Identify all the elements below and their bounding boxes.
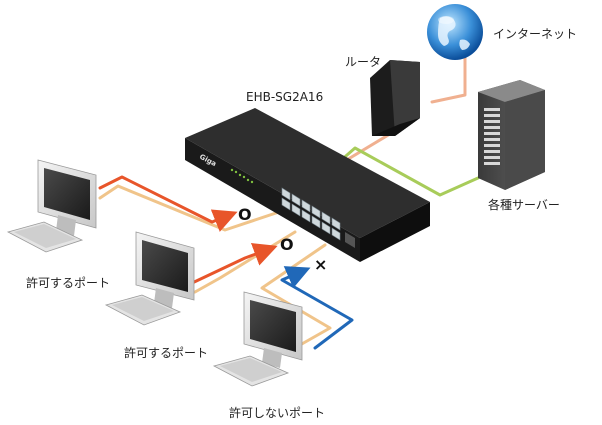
denied-mark: × [314,255,327,274]
servers-label: 各種サーバー [488,198,560,212]
globe-icon [427,4,483,60]
pc1-cable-red [98,175,238,232]
pc1-computer-icon [6,159,97,253]
switch-model-label: EHB-SG2A16 [246,90,324,104]
pc3-label: 許可しないポート [229,406,326,420]
pc1-label: 許可するポート [26,276,111,290]
pc3-computer-icon [212,291,303,387]
pc2-label: 許可するポート [124,346,209,360]
router-label: ルータ [345,55,382,69]
server-rack-icon [478,80,545,190]
allowed-mark-1: O [238,205,252,224]
router-icon [370,60,420,136]
pc2-computer-icon [104,231,195,326]
allowed-mark-2: O [280,235,294,254]
switch-device [185,108,430,262]
internet-label: インターネット [493,27,578,41]
pc1-cable-beige [98,184,287,232]
pc2-cable-red [188,242,278,286]
internet-uplink-cable [430,50,467,104]
cables [98,50,480,350]
pc3-cable-blue [280,266,354,350]
switch-ports [281,187,341,241]
